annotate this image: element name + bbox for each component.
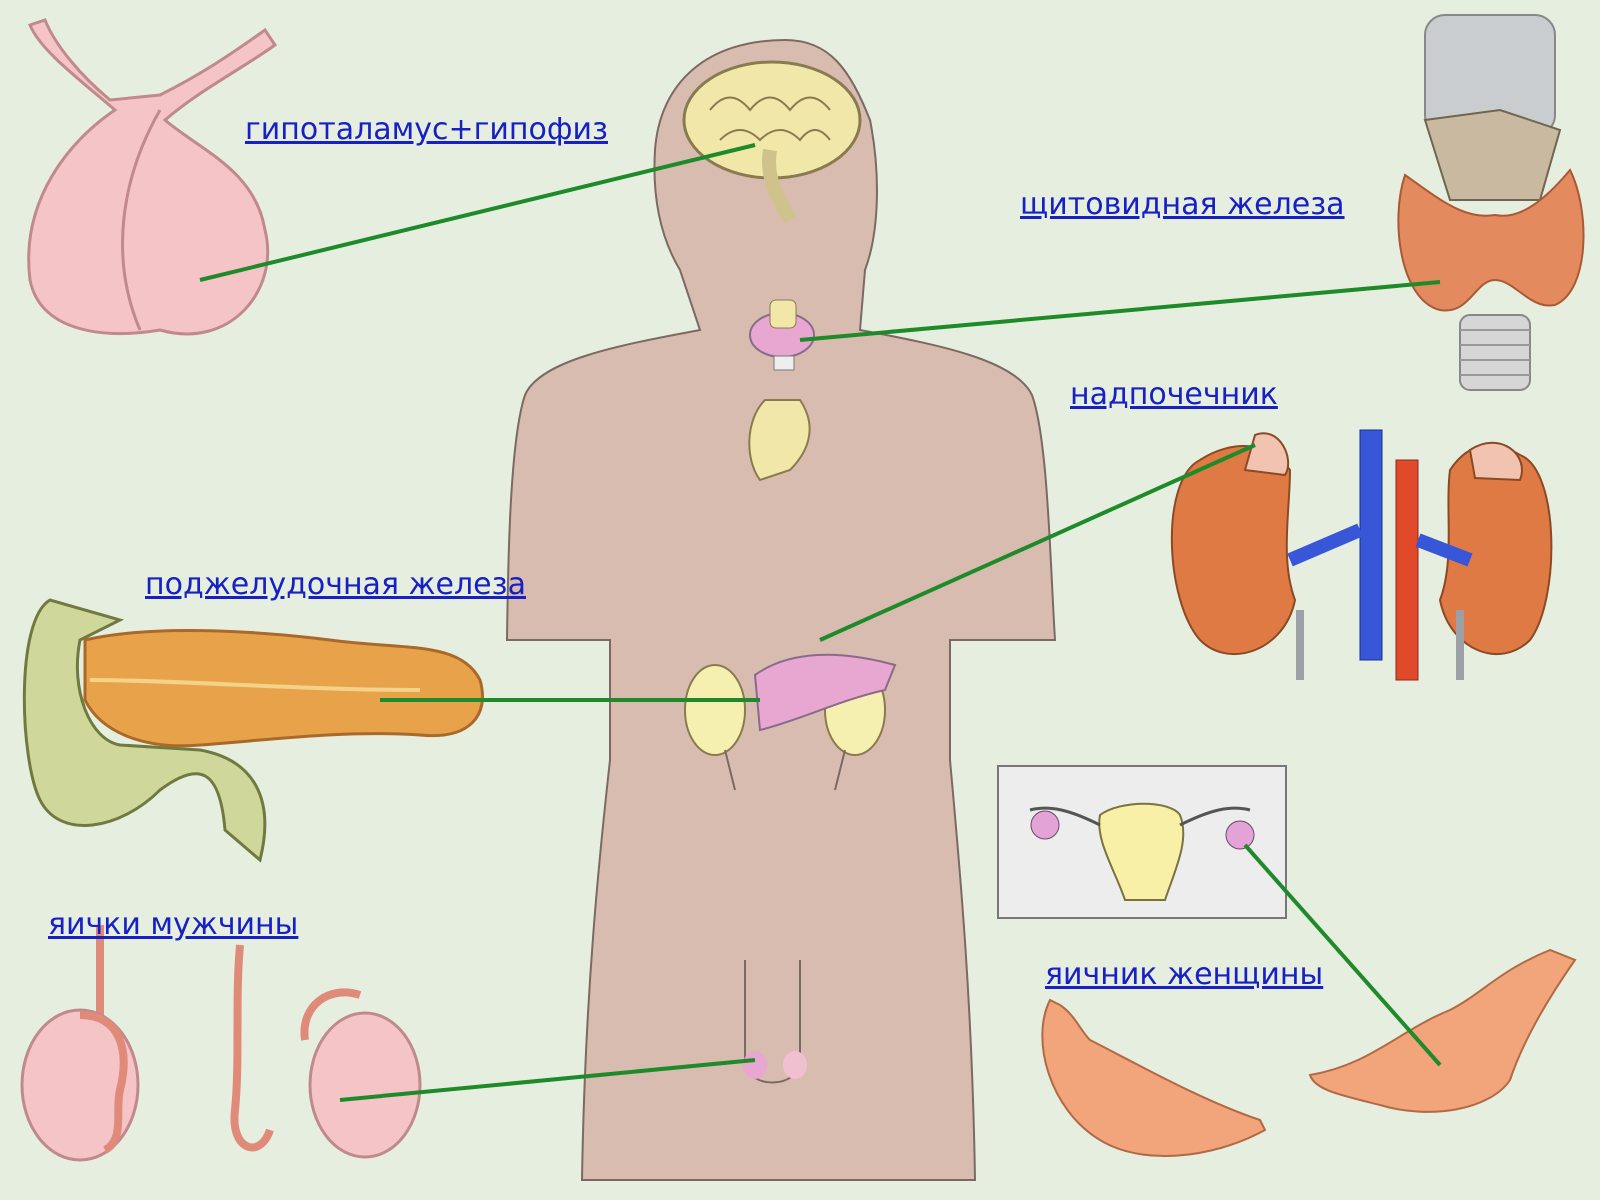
pancreas <box>22 598 484 863</box>
pointer-line-testes <box>339 1058 756 1102</box>
label-thyroid[interactable]: щитовидная железа <box>1020 187 1345 222</box>
testes <box>20 925 422 1162</box>
kidneys-adrenals <box>1170 429 1553 681</box>
label-hypothalamus[interactable]: гипоталамус+гипофиз <box>245 112 608 147</box>
pointer-line-adrenal <box>819 443 1256 642</box>
pointer-lines <box>199 143 1442 1102</box>
body-silhouette <box>505 38 1057 1181</box>
ovaries <box>1041 948 1577 1158</box>
label-ovary[interactable]: яичник женщины <box>1045 957 1324 992</box>
pointer-line-ovary <box>1243 843 1442 1067</box>
label-testes[interactable]: яички мужчины <box>48 907 299 942</box>
label-pancreas[interactable]: поджелудочная железа <box>145 567 526 602</box>
uterus-ovaries <box>997 765 1287 919</box>
pointer-line-thyroid <box>799 280 1441 342</box>
thyroid-gland <box>1397 14 1585 391</box>
pituitary-gland <box>27 18 278 336</box>
label-adrenal[interactable]: надпочечник <box>1070 377 1278 412</box>
pointer-line-hypothalamus <box>199 143 756 282</box>
